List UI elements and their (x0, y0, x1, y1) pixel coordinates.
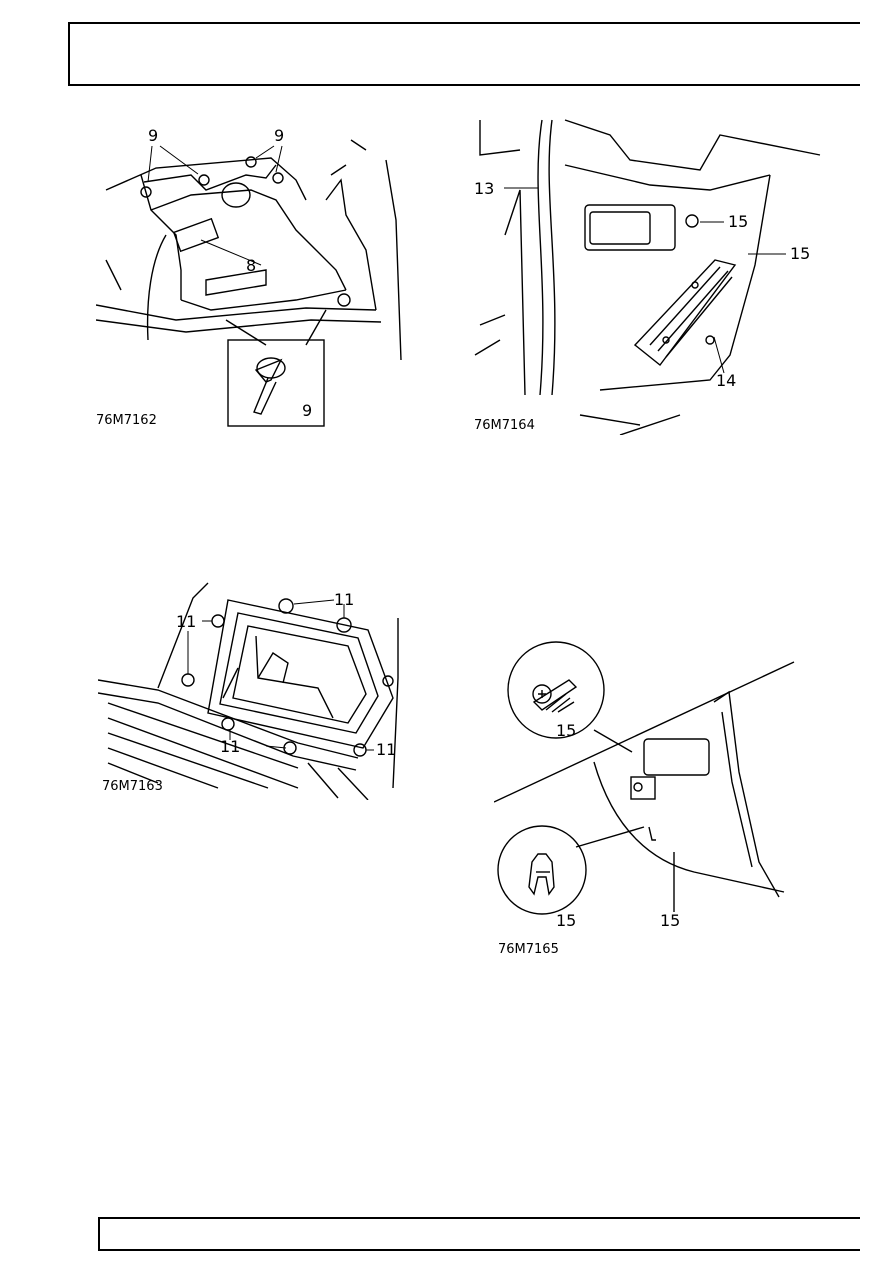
callout-label: 11 (376, 740, 397, 759)
callout-label: 11 (176, 612, 197, 631)
callout-label: 15 (728, 212, 749, 231)
page-header-frame (68, 22, 860, 86)
figure-ref: 76M7165 (498, 942, 559, 957)
figure-76m7164-drawing (474, 119, 821, 435)
callout-label: 14 (716, 371, 737, 390)
callout-label: 15 (660, 911, 681, 930)
callout-label: 13 (474, 179, 495, 198)
callout-label: 11 (334, 590, 355, 609)
figure-ref: 76M7164 (474, 418, 535, 433)
figure-76m7163-drawing (98, 582, 399, 800)
figure-76m7162-drawing (96, 139, 402, 427)
page-footer-frame (98, 1217, 860, 1251)
figure-ref: 76M7162 (96, 413, 157, 428)
callout-label: 15 (790, 244, 811, 263)
callout-label: 8 (246, 256, 257, 275)
callout-label: 9 (274, 126, 285, 145)
figure-ref: 76M7163 (102, 779, 163, 794)
figure-76m7163: 11 11 11 11 76M7163 (98, 578, 408, 800)
figure-76m7164: 13 15 15 14 76M7164 (470, 115, 830, 435)
callout-label: 9 (148, 126, 159, 145)
figure-76m7162: 9 9 8 9 76M7162 (96, 120, 406, 440)
callout-label: 11 (220, 737, 241, 756)
callout-label: 15 (556, 721, 577, 740)
figure-76m7165-drawing (494, 641, 795, 915)
callout-label: 15 (556, 911, 577, 930)
figure-76m7165: 15 15 15 76M7165 (494, 632, 806, 962)
callout-label: 9 (302, 401, 313, 420)
